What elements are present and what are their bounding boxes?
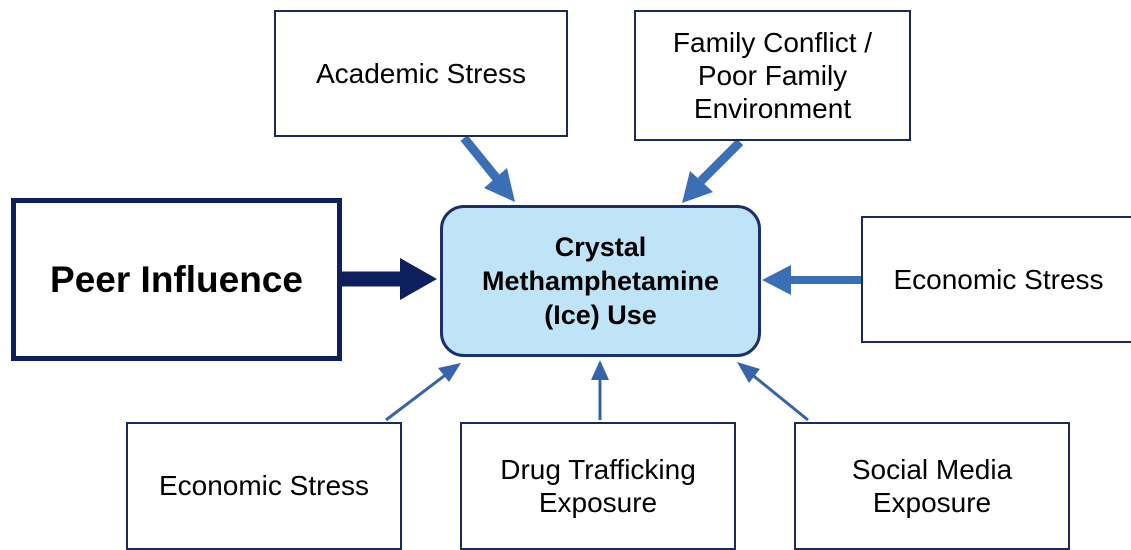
drug-trafficking-box: Drug Trafficking Exposure	[460, 422, 736, 550]
family-conflict-box: Family Conflict / Poor Family Environmen…	[634, 10, 911, 141]
arrow-econ-bottom	[385, 363, 461, 422]
peer-influence-label: Peer Influence	[50, 258, 303, 300]
academic-stress-label: Academic Stress	[315, 57, 527, 89]
academic-stress-box: Academic Stress	[274, 10, 568, 137]
economic-stress-bottom-box: Economic Stress	[126, 422, 402, 550]
arrow-peer	[342, 258, 437, 300]
economic-stress-right-label: Economic Stress	[893, 263, 1104, 295]
arrow-drug	[591, 360, 609, 420]
peer-influence-box: Peer Influence	[11, 198, 342, 361]
drug-trafficking-label: Drug Trafficking Exposure	[500, 453, 696, 518]
family-conflict-label: Family Conflict / Poor Family Environmen…	[672, 26, 873, 125]
central-outcome-label: Crystal Methamphetamine (Ice) Use	[481, 231, 720, 331]
arrow-academic	[460, 135, 515, 202]
social-media-label: Social Media Exposure	[851, 453, 1013, 518]
arrow-family	[682, 138, 744, 203]
arrow-econ-right	[762, 265, 861, 295]
social-media-box: Social Media Exposure	[794, 422, 1070, 550]
central-outcome-box: Crystal Methamphetamine (Ice) Use	[440, 205, 761, 357]
arrow-social	[737, 362, 809, 422]
economic-stress-bottom-label: Economic Stress	[158, 470, 370, 502]
economic-stress-right-box: Economic Stress	[861, 216, 1131, 343]
